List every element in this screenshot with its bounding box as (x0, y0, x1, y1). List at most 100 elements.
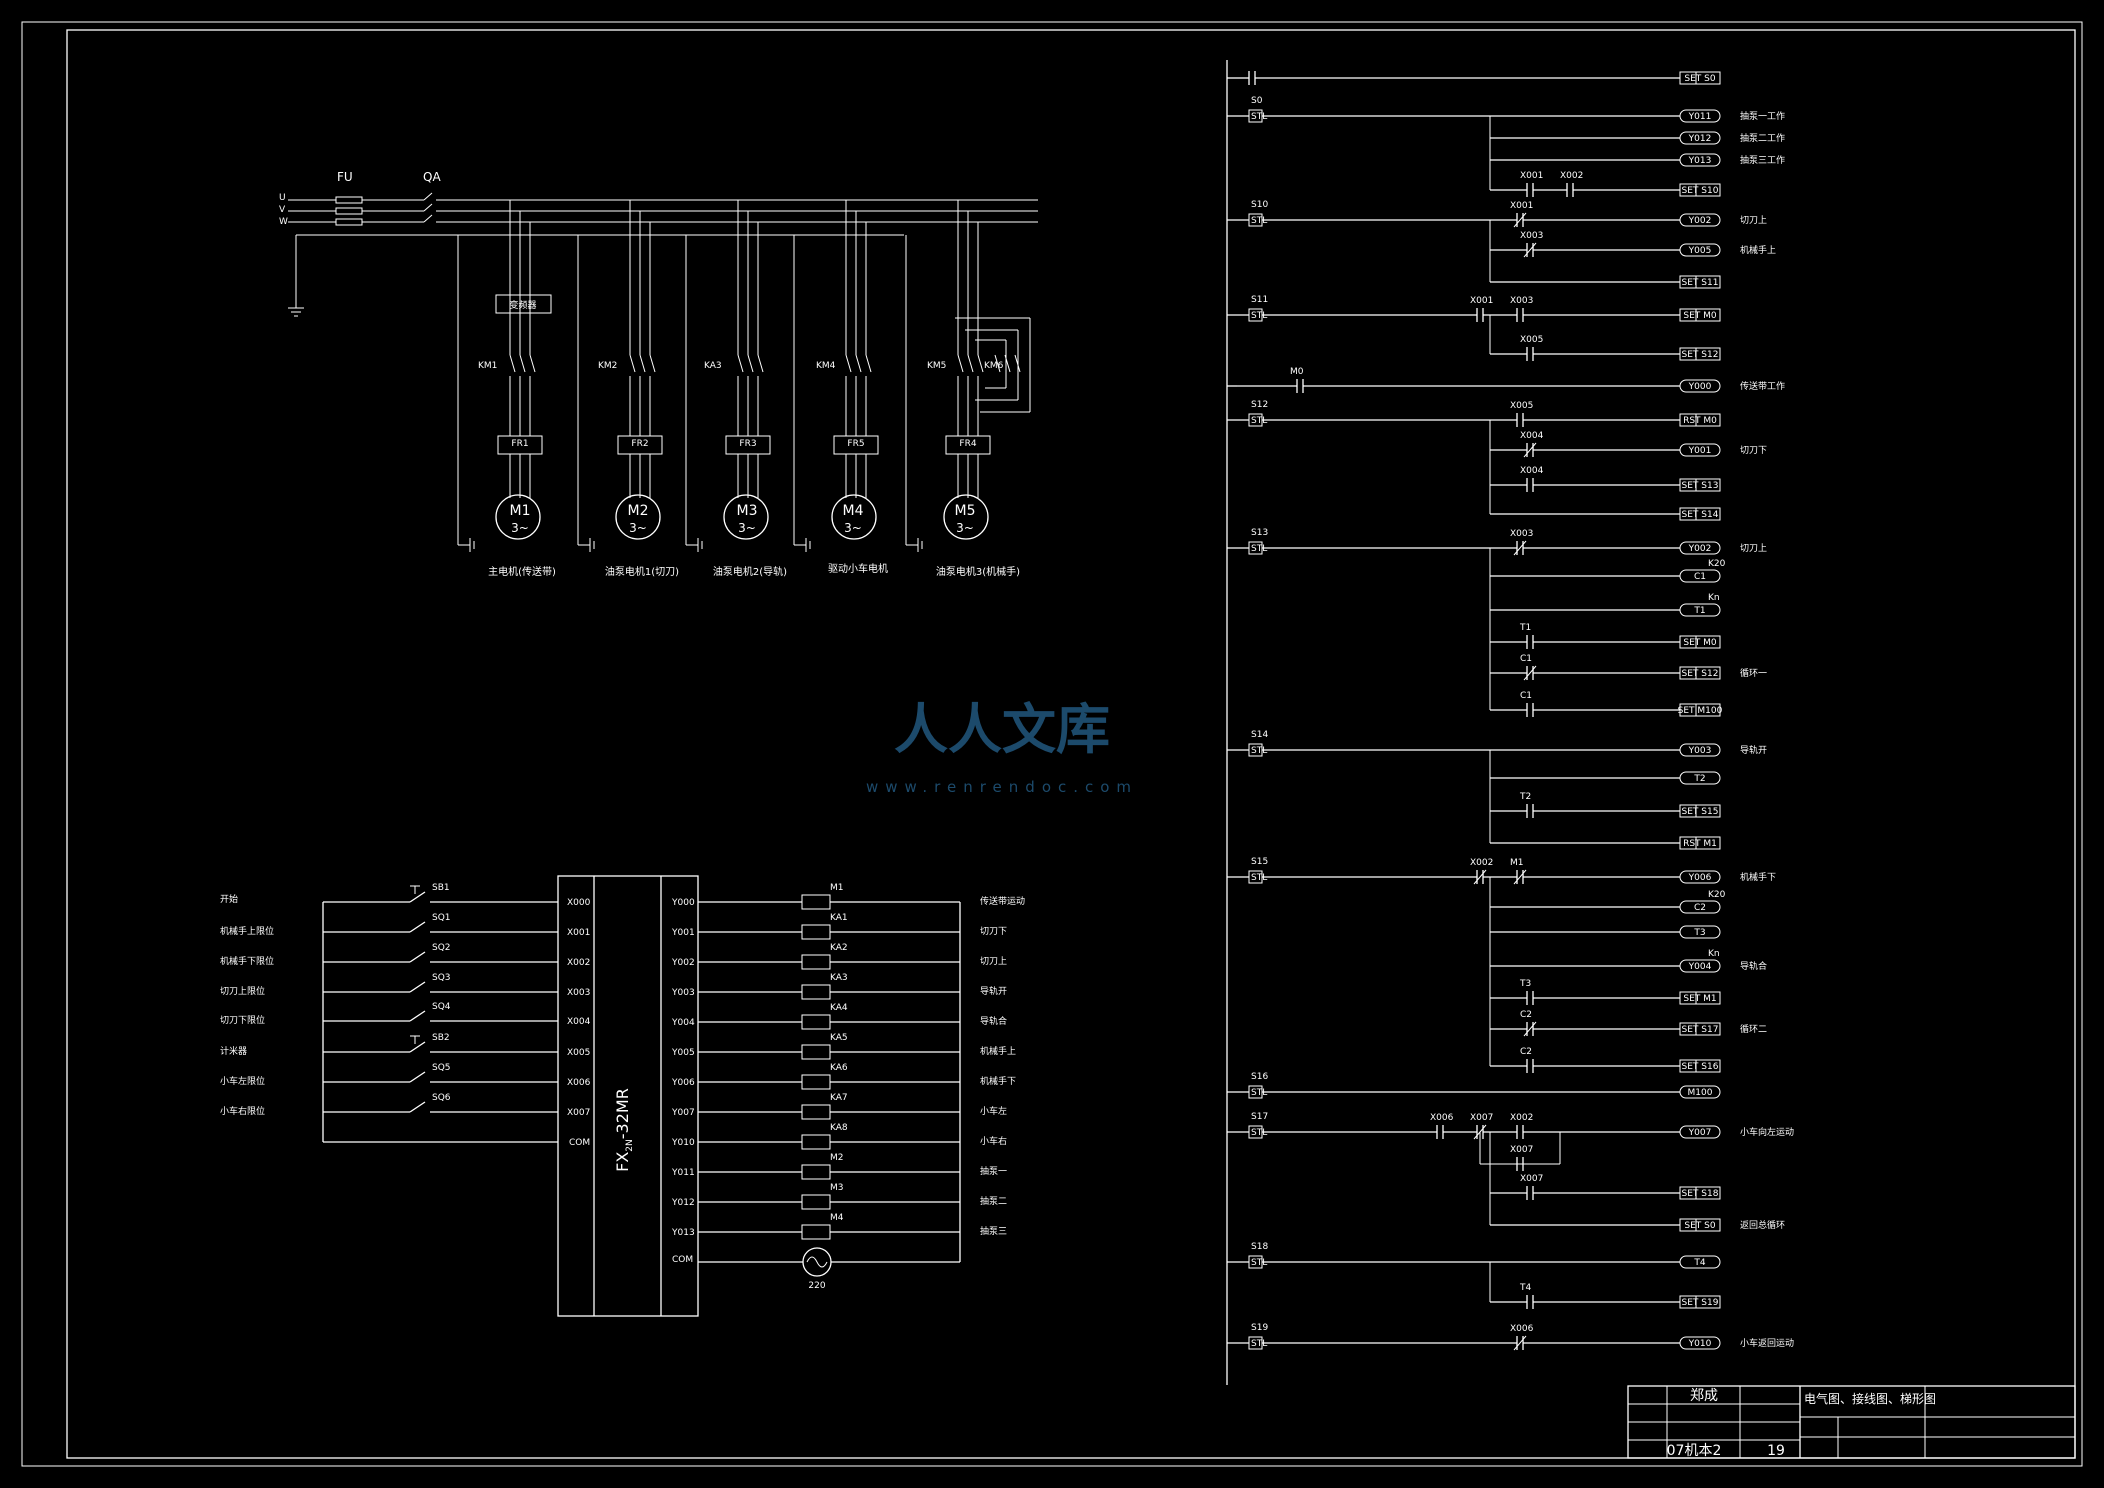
branch-4: KM4 FR5 M4 3~ 驱动小车电机 (816, 361, 888, 575)
coil-label: RST M0 (1683, 416, 1717, 426)
contact-label: M0 (1290, 367, 1304, 377)
preset-label: Kn (1708, 593, 1720, 603)
output-label: 切刀下 (980, 926, 1007, 937)
stl-tag: STL (1251, 311, 1267, 321)
coil-label: C1 (1694, 572, 1706, 582)
fuse-element (335, 218, 363, 226)
ladder-output-coil (1679, 743, 1721, 757)
stl-label: S14 (1251, 730, 1268, 740)
stl-label: S0 (1251, 96, 1263, 106)
output-device: KA2 (830, 943, 848, 953)
stl-tag: STL (1251, 1128, 1267, 1138)
ladder-output-coil (1679, 925, 1721, 939)
input-device: SQ6 (432, 1093, 451, 1103)
stl-tag: STL (1251, 746, 1267, 756)
contact-label: X007 (1520, 1174, 1543, 1184)
motor-symbol (723, 494, 769, 540)
output-device: M1 (830, 883, 844, 893)
input-label: 机械手下限位 (220, 955, 274, 967)
rung-comment: 切刀上 (1740, 543, 1767, 554)
output-coil (801, 984, 831, 1000)
phase-w-label: W (279, 217, 288, 227)
branch-wiring-1 (457, 200, 543, 552)
relay-label: FR2 (631, 439, 648, 449)
coil-label: SET M0 (1683, 638, 1717, 648)
branch-5: KM5 KM6 FR4 M5 3~ 油泵电机3(机械手) (927, 361, 1020, 578)
stl-tag: STL (1251, 873, 1267, 883)
output-label: 机械手上 (980, 1045, 1016, 1057)
input-terminal: X004 (567, 1017, 591, 1027)
watermark-url: www.renrendoc.com (866, 778, 1138, 796)
coil-label: Y006 (1688, 873, 1712, 883)
thermal-relay (725, 435, 771, 455)
contact-label: X003 (1510, 296, 1533, 306)
branch-caption: 油泵电机3(机械手) (936, 565, 1020, 578)
output-coil (801, 1164, 831, 1180)
ladder-instruction-box (1679, 836, 1721, 850)
ladder-output-coil (1679, 109, 1721, 123)
output-label: 抽泵三 (980, 1225, 1007, 1237)
rung-comment: 抽泵一工作 (1740, 110, 1785, 122)
rung-comment: 循环二 (1740, 1023, 1767, 1035)
output-device: KA8 (830, 1123, 848, 1133)
contact-label: X004 (1520, 431, 1544, 441)
ladder-instruction-box (1679, 71, 1721, 85)
branch-3: KA3 FR3 M3 3~ 油泵电机2(导轨) (704, 361, 787, 578)
output-terminal: Y012 (671, 1198, 695, 1208)
output-terminal: Y003 (671, 988, 695, 998)
contactor-label: KM1 (478, 361, 497, 371)
preset-label: K20 (1708, 559, 1726, 569)
output-label: 导轨合 (980, 1015, 1007, 1027)
stl-label: S10 (1251, 200, 1268, 210)
stl-tag: STL (1251, 544, 1267, 554)
coil-label: SET S14 (1682, 510, 1719, 520)
input-device: SB2 (432, 1033, 450, 1043)
thermal-relay (833, 435, 879, 455)
branch-2: KM2 FR2 M2 3~ 油泵电机1(切刀) (598, 361, 679, 578)
fuse-element (335, 196, 363, 204)
input-label: 开始 (220, 893, 238, 905)
branch-wiring-2 (577, 200, 663, 552)
output-device: KA1 (830, 913, 848, 923)
coil-label: SET S13 (1682, 481, 1719, 491)
rung-comment: 抽泵三工作 (1740, 154, 1785, 166)
stl-label: S18 (1251, 1242, 1268, 1252)
output-com-terminal: COM (672, 1255, 693, 1265)
contact-label: X001 (1520, 171, 1543, 181)
ladder-instruction-box (1679, 308, 1721, 322)
plc-output-11: Y013 M4 抽泵三 (671, 1213, 1007, 1240)
ladder-instruction-box (1679, 1186, 1721, 1200)
ladder-output-coil (1679, 603, 1721, 617)
parallel-contact-label: X007 (1510, 1145, 1533, 1155)
motor-label: M1 (510, 503, 531, 519)
motor-phase: 3~ (844, 521, 862, 535)
stl-tag: STL (1251, 1258, 1267, 1268)
contact-label: C2 (1520, 1010, 1532, 1020)
coil-label: Y003 (1688, 746, 1712, 756)
input-device: SQ2 (432, 943, 451, 953)
ladder-output-coil (1679, 213, 1721, 227)
branch-caption: 油泵电机1(切刀) (605, 565, 679, 578)
output-terminal: Y013 (671, 1228, 695, 1238)
output-device: M4 (830, 1213, 844, 1223)
coil-label: Y000 (1688, 382, 1712, 392)
contactor-label: KM2 (598, 361, 617, 371)
contact-label: T2 (1519, 792, 1531, 802)
preset-label: K20 (1708, 890, 1726, 900)
ladder-output-coil (1679, 131, 1721, 145)
